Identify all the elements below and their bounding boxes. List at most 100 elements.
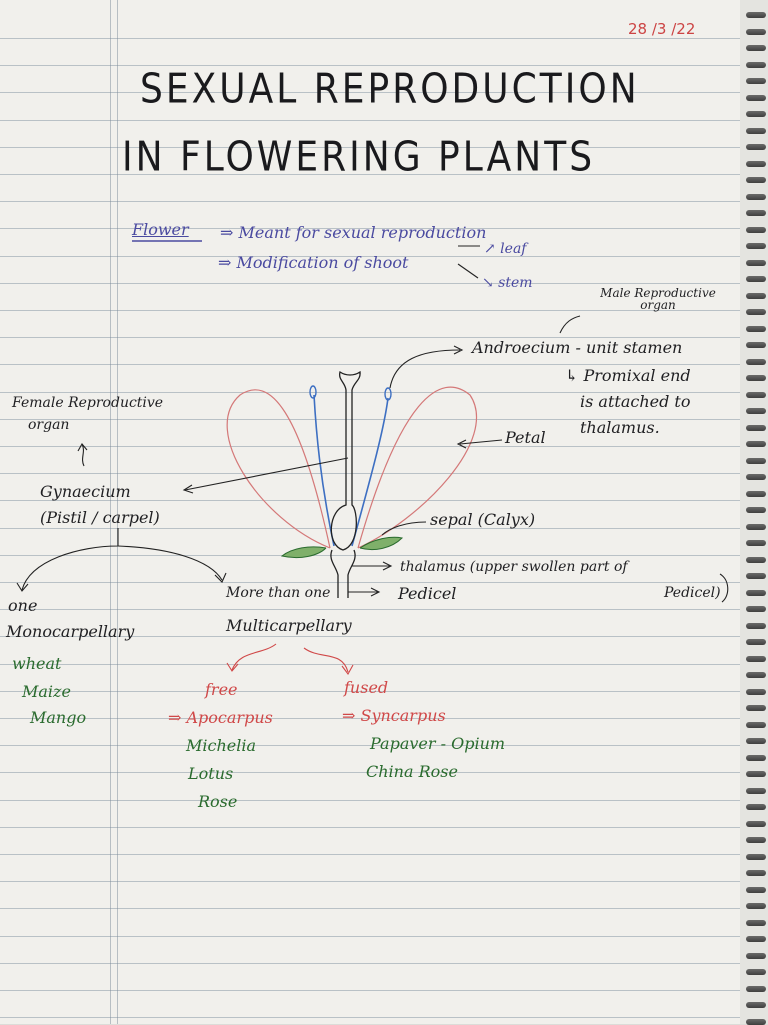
binding-coil [746,656,766,662]
proximal-label: ↳ Promixal end [565,366,691,385]
ruled-line [0,65,740,66]
ruled-line [0,827,740,828]
binding-coil [746,326,766,332]
binding-coil [746,705,766,711]
petal-right [357,386,477,549]
page-title-line2: IN FLOWERING PLANTS [122,133,596,181]
binding-coil [746,788,766,794]
female-organ-label-2: organ [28,417,70,433]
ruled-line [0,555,740,556]
stamen-right [351,397,389,547]
arrow-stem [457,263,479,279]
margin-line [117,0,118,1024]
arrow-fused [303,647,349,673]
ruled-line [0,691,740,692]
ruled-line [0,745,740,746]
binding-coil [746,309,766,315]
ruled-line [0,92,740,93]
binding-coil [746,986,766,992]
ruled-line [0,174,740,175]
ruled-line [0,392,740,393]
ruled-line [0,256,740,257]
female-organ-label: Female Reproductive [12,395,164,411]
male-organ-label: Male Reproductive organ [600,286,716,312]
binding-coil [746,639,766,645]
sepal-right [359,536,404,551]
binding-coil [746,45,766,51]
binding-coil [746,854,766,860]
flower-point-2: ⇒ Modification of shoot [218,253,409,272]
binding-coil [746,392,766,398]
pedicel-label: Pedicel [398,584,457,603]
binding-coil [746,194,766,200]
arrow-female-organ [81,443,85,467]
binding-coil [746,606,766,612]
binding-coil [746,210,766,216]
date: 28 /3 /22 [628,20,696,38]
ruled-line [0,419,740,420]
arrow-free [231,643,277,671]
binding-coil [746,359,766,365]
binding-coil [746,573,766,579]
binding-coil [746,276,766,282]
syn-example: Papaver - Opium [370,734,506,753]
pedicel-left [330,549,339,598]
arrow-to-more [117,545,223,581]
binding-coil [746,144,766,150]
more-than-one-label: More than one [226,585,331,601]
binding-coil [746,227,766,233]
binding-coil [746,903,766,909]
gynoecium-label: Gynaecium [40,482,131,501]
ruled-line [0,120,740,121]
anther-left [309,385,317,399]
ruled-line [0,936,740,937]
ruled-line [0,854,740,855]
ruled-line [0,310,740,311]
ruled-line [0,881,740,882]
thalamus-label-2: Pedicel) [664,585,721,601]
ruled-line [0,147,740,148]
binding-coil [746,62,766,68]
binding-coil [746,491,766,497]
pedicel-right [347,549,356,598]
mono-example: Mango [30,708,87,727]
binding-coil [746,755,766,761]
ruled-line [0,718,740,719]
ruled-line [0,636,740,637]
binding-coil [746,936,766,942]
binding-coil [746,887,766,893]
ruled-line [0,1017,740,1018]
petal-left [226,389,331,549]
one-label: one [8,596,38,615]
binding-coil [746,441,766,447]
binding-coil [746,953,766,959]
binding-coil [746,722,766,728]
flower-term: Flower [132,220,189,239]
thalamus-label: thalamus (upper swollen part of [400,559,628,575]
ruled-line [0,528,740,529]
ruled-line [0,337,740,338]
binding-coil [746,738,766,744]
flower-diagram [16,240,729,676]
ruled-line [0,800,740,801]
binding-coil [746,474,766,480]
ruled-line [0,582,740,583]
binding-coil [746,524,766,530]
flower-branch-leaf: ↗ leaf [484,241,527,257]
androecium-label: Androecium - unit stamen [472,338,683,357]
binding-coil [746,408,766,414]
ruled-line [0,990,740,991]
binding-coil [746,243,766,249]
binding-coil [746,672,766,678]
binding-coil [746,12,766,18]
binding-coil [746,821,766,827]
arrow-androecium [389,349,461,389]
binding-coil [746,29,766,35]
flower-branch-stem: ↘ stem [482,275,533,291]
proximal-label-2: is attached to [580,392,691,411]
binding-coil [746,540,766,546]
mono-example: wheat [12,654,62,673]
page-title: SEXUAL REPRODUCTION [140,65,640,113]
binding-coil [746,161,766,167]
anther-right [384,387,392,401]
